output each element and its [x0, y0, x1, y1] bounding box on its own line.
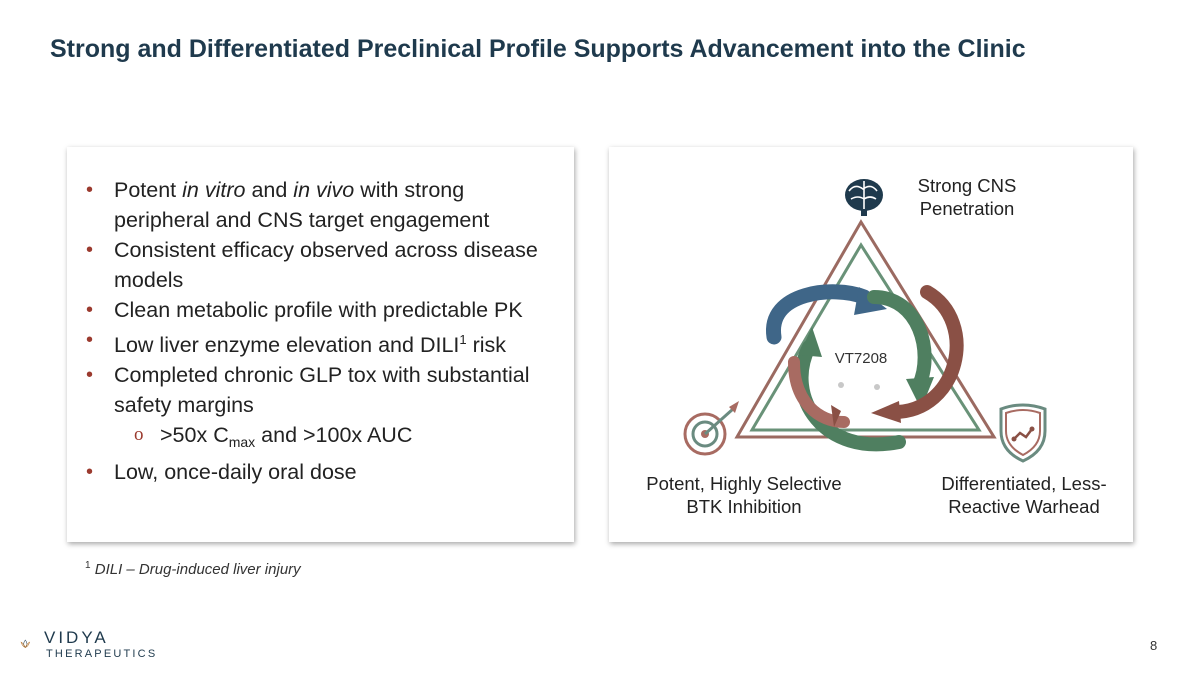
target-icon: [683, 401, 739, 456]
label-line: BTK Inhibition: [686, 496, 802, 517]
label-cns-penetration: Strong CNS Penetration: [892, 174, 1042, 220]
bullet-text: >50x C: [160, 423, 229, 448]
bullet-text: Low liver enzyme elevation and DILI: [114, 333, 460, 358]
bullet-text: and: [245, 178, 294, 202]
label-btk-inhibition: Potent, Highly Selective BTK Inhibition: [629, 472, 859, 518]
footnote: 1 DILI – Drug-induced liver injury: [85, 560, 301, 578]
label-line: Reactive Warhead: [948, 496, 1100, 517]
blue-ring-arc: [766, 284, 872, 345]
footnote-marker: 1: [459, 332, 467, 347]
subscript: max: [228, 434, 256, 451]
diagram-panel: VT7208 Strong CNS Penetration: [609, 147, 1133, 542]
page-number: 8: [1150, 638, 1158, 653]
rose-arrowhead: [831, 405, 841, 427]
bullet-italic: in vitro: [182, 178, 246, 202]
vidya-logo-mark: [20, 639, 31, 648]
label-line: Strong CNS: [917, 175, 1017, 196]
bullets-panel: Potent in vitro and in vivo with strong …: [67, 147, 574, 542]
decor-dot: [874, 384, 880, 390]
bullet-list: Potent in vitro and in vivo with strong …: [84, 175, 564, 487]
bullet-tox: Completed chronic GLP tox with substanti…: [84, 360, 564, 420]
bullet-text: Potent: [114, 178, 183, 202]
bullet-liver: Low liver enzyme elevation and DILI1 ris…: [84, 325, 564, 360]
rose-ring-arc: [788, 356, 850, 428]
inner-triangle: [749, 242, 982, 432]
brain-icon: [845, 179, 883, 216]
center-label: VT7208: [835, 350, 888, 367]
bullet-text: with strong peripheral and CNS target en…: [114, 178, 490, 232]
logo-name: VIDYA: [44, 628, 109, 647]
label-line: Potent, Highly Selective: [646, 473, 842, 494]
label-line: Penetration: [919, 198, 1015, 219]
shield-molecule-icon: [999, 403, 1047, 463]
brown-ring-arc: [887, 285, 964, 419]
bullet-potency: Potent in vitro and in vivo with strong …: [84, 175, 564, 235]
bullet-dose: Low, once-daily oral dose: [84, 457, 564, 487]
green-arrowhead: [906, 377, 934, 409]
green-up-arrowhead: [799, 327, 822, 357]
bullet-metabolic: Clean metabolic profile with predictable…: [84, 295, 564, 325]
brown-arrowhead: [871, 401, 901, 423]
bullet-efficacy: Consistent efficacy observed across dise…: [84, 235, 564, 295]
label-line: Differentiated, Less-: [941, 473, 1107, 494]
slide-title: Strong and Differentiated Preclinical Pr…: [50, 35, 1026, 63]
triangle-cycle-diagram: VT7208: [683, 179, 1047, 463]
decor-dot: [838, 382, 844, 388]
sub-bullet-margins: >50x Cmax and >100x AUC: [84, 420, 564, 457]
label-warhead: Differentiated, Less- Reactive Warhead: [919, 472, 1129, 518]
bullet-italic: in vivo: [293, 178, 355, 202]
logo-subtitle: THERAPEUTICS: [46, 648, 158, 660]
bullet-text: and >100x AUC: [255, 423, 413, 448]
bullet-text: risk: [466, 333, 507, 358]
green-ring-arc: [867, 290, 932, 392]
footnote-text: DILI – Drug-induced liver injury: [90, 561, 301, 578]
footnote-marker: 1: [85, 560, 91, 571]
